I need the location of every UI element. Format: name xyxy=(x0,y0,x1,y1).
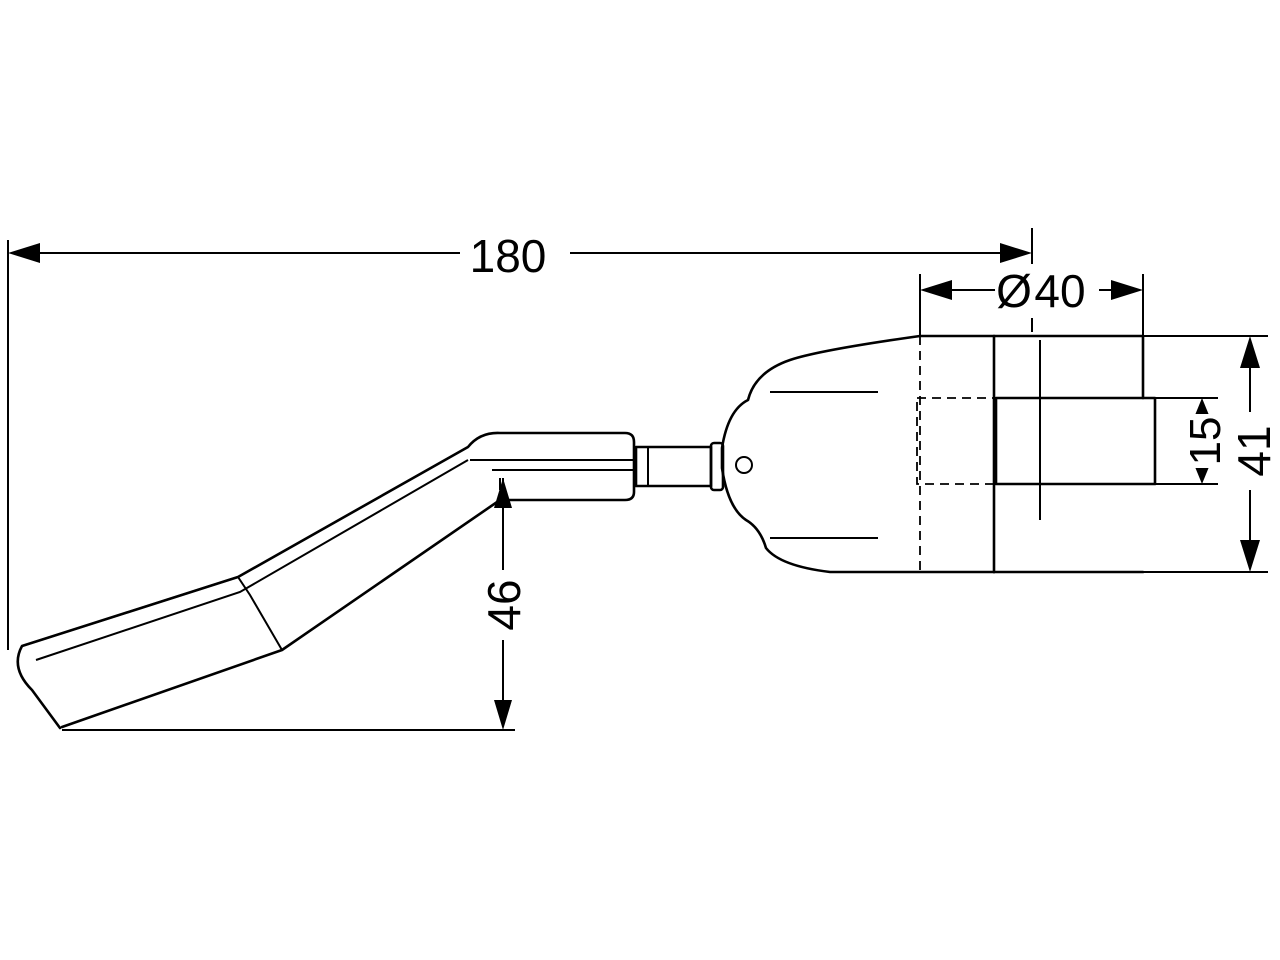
dimension-housing-height: 41 xyxy=(994,335,1280,573)
dimension-label-lever-drop: 46 xyxy=(478,579,530,630)
dimension-label-diameter-symbol: Ø xyxy=(996,265,1032,317)
connector-shaft xyxy=(634,441,725,492)
dimension-label-overall-length: 180 xyxy=(470,230,547,282)
dimension-inner-height: 15 xyxy=(1155,397,1230,485)
pivot-hole xyxy=(735,456,753,474)
dimension-label-housing-height: 41 xyxy=(1228,425,1280,476)
dimension-label-inner-height: 15 xyxy=(1181,417,1230,466)
dimension-housing-diameter: Ø 40 xyxy=(919,264,1144,336)
lever-arm xyxy=(16,431,636,730)
switch-housing xyxy=(720,334,1157,574)
dimension-label-housing-diameter: 40 xyxy=(1034,265,1085,317)
dimension-lever-drop: 46 xyxy=(62,478,530,731)
